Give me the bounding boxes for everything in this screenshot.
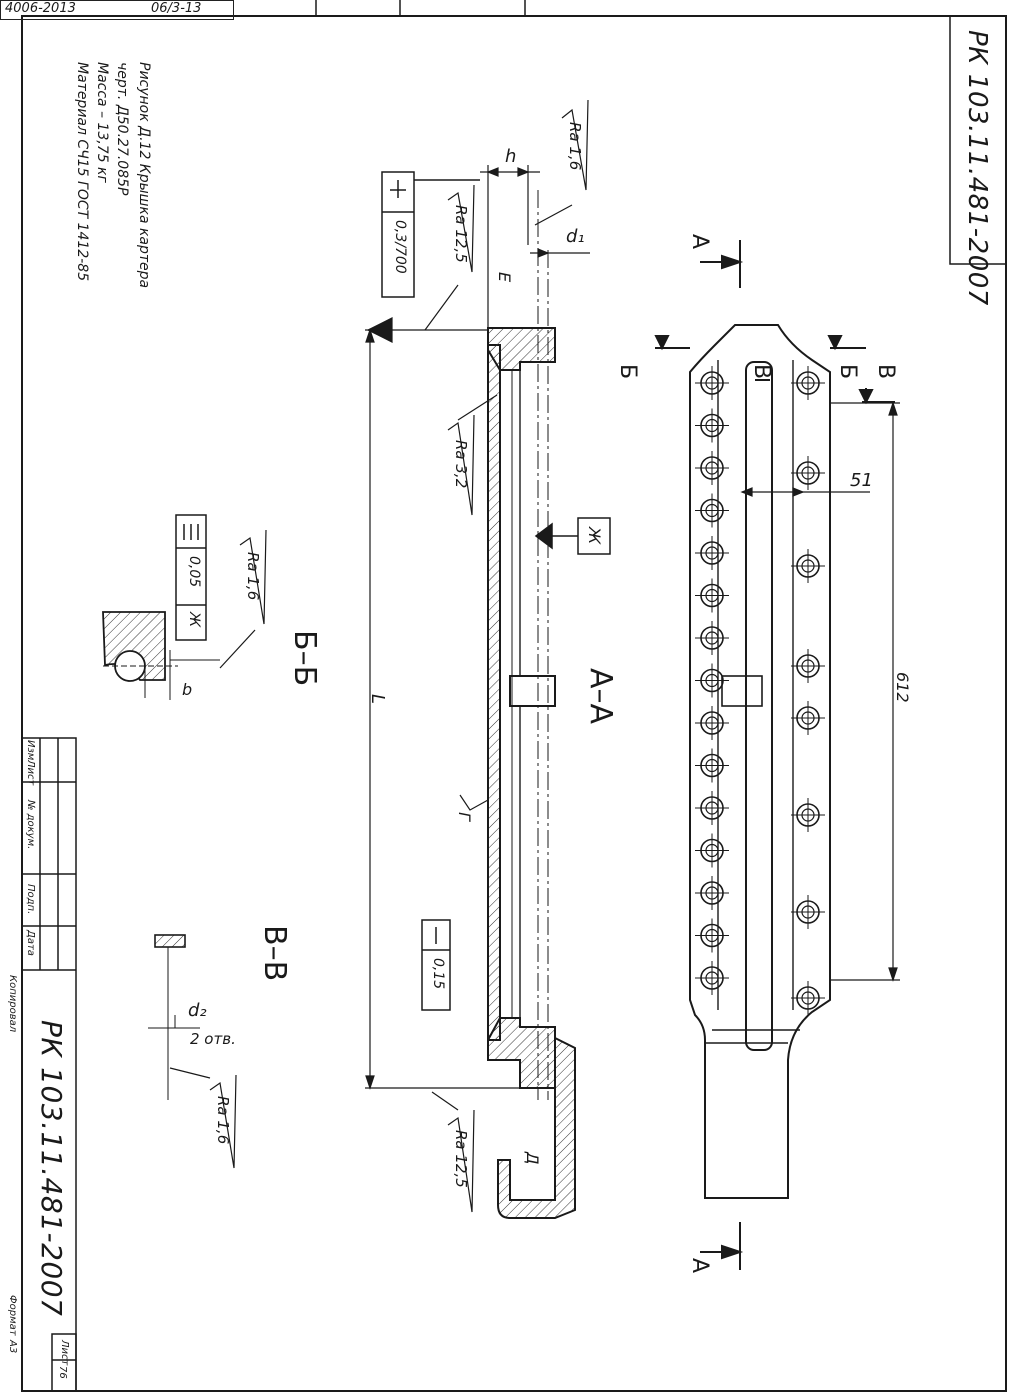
dim-d2-label: d₂: [188, 1000, 207, 1021]
section-vv-detail: [148, 934, 200, 1100]
section-bb-title: Б–Б: [287, 630, 322, 687]
tolerance-flat-value: 0,15: [430, 958, 446, 990]
dim-h-label: h: [505, 146, 517, 167]
caption-line-2: черт. Д50.27.085Р: [114, 62, 130, 196]
roughness-ra16-vv: Ra 1,6: [214, 1096, 232, 1145]
section-aa-title: А–А: [583, 668, 618, 725]
stamp-number: 4006-2013: [5, 1, 76, 16]
dim-51-label: 51: [850, 470, 873, 491]
caption-line-3: Масса – 13,75 кг: [94, 62, 110, 183]
tb-ndoc: № докум.: [25, 800, 36, 850]
tb-a3: А3: [7, 1340, 18, 1354]
roughness-ra125-bottom: Ra 12,5: [452, 1130, 470, 1188]
roughness-ra16-top: Ra 1,6: [566, 122, 584, 171]
section-vv-title: В–В: [257, 925, 292, 982]
roughness-ra16-bb: Ra 1,6: [244, 552, 262, 601]
datum-zh-letter: Ж: [585, 527, 604, 545]
tb-format: Формат: [7, 1295, 18, 1336]
tb-list: Лист: [25, 760, 36, 786]
drawing-designation: РК 103.11.481-2007: [962, 30, 992, 306]
tb-kopiroval: Копировал: [7, 975, 18, 1033]
roughness-ra125-top: Ra 12,5: [452, 205, 470, 263]
tolerance-perp-value: 0,3/700: [392, 220, 408, 274]
tb-list-label: Лист: [59, 1340, 70, 1366]
cut-letter-b-left: Б: [615, 364, 640, 380]
tolerance-sym-value: 0,05: [186, 556, 202, 588]
designation-box: [949, 15, 1007, 265]
cut-letter-a-bottom: А: [687, 1258, 712, 1274]
dimension-51: [740, 487, 870, 497]
dim-d1-label: d₁: [566, 226, 585, 247]
roughness-ra32: Ra 3,2: [452, 440, 470, 489]
cut-letter-a-top: А: [687, 234, 712, 250]
section-aa-body: [487, 327, 576, 1219]
tb-designation: РК 103.11.481-2007: [35, 1020, 68, 1317]
cut-letter-b-right: Б: [835, 364, 860, 380]
dimension-d1: [530, 248, 590, 258]
dim-L-label: L: [367, 694, 388, 705]
cut-marker-v: [755, 379, 895, 405]
tolerance-frame-flat: [421, 919, 451, 1011]
dimension-h: [480, 165, 540, 328]
caption-line-1: Рисунок Д.12 Крышка картера: [136, 62, 152, 289]
sheet-frame: [21, 15, 1007, 1392]
dim-612-label: 612: [893, 672, 912, 703]
cut-letter-v-inner: В: [749, 364, 774, 380]
letter-e: Е: [495, 272, 514, 283]
tb-podp: Подп.: [25, 884, 36, 915]
caption-line-4: Материал СЧ15 ГОСТ 1412-85: [74, 62, 90, 282]
stamp-signature: 06/3-13: [151, 1, 202, 16]
letter-g: Г: [455, 812, 474, 821]
dim-holes-label: 2 отв.: [190, 1030, 236, 1048]
plan-holes-left: [695, 366, 729, 995]
letter-d: Д: [523, 1152, 542, 1165]
datum-zh: [534, 517, 611, 555]
tb-sheet-number: 76: [57, 1366, 68, 1379]
cut-marker-a: [700, 240, 744, 1270]
cut-marker-b: [654, 335, 866, 351]
tolerance-frame-perp: [381, 171, 480, 298]
plan-holes-right: [791, 366, 825, 1015]
section-bb-detail: [102, 611, 220, 700]
dimension-612: [830, 401, 900, 982]
cut-letter-v-right: В: [873, 364, 898, 380]
tolerance-frame-sym: [175, 514, 207, 641]
tolerance-sym-datum: Ж: [186, 612, 202, 628]
roughness-leaders: [169, 99, 589, 1213]
title-block: [21, 737, 77, 1392]
plan-view: [689, 324, 831, 1199]
tb-izm: Изм: [25, 740, 36, 761]
section-aa-centerlines: [537, 190, 549, 1100]
tb-data: Дата: [25, 930, 36, 956]
dimension-L: [365, 317, 520, 1090]
dim-b-label: b: [182, 680, 193, 699]
registration-stamp: 4006-2013 06/3-13: [0, 0, 234, 20]
